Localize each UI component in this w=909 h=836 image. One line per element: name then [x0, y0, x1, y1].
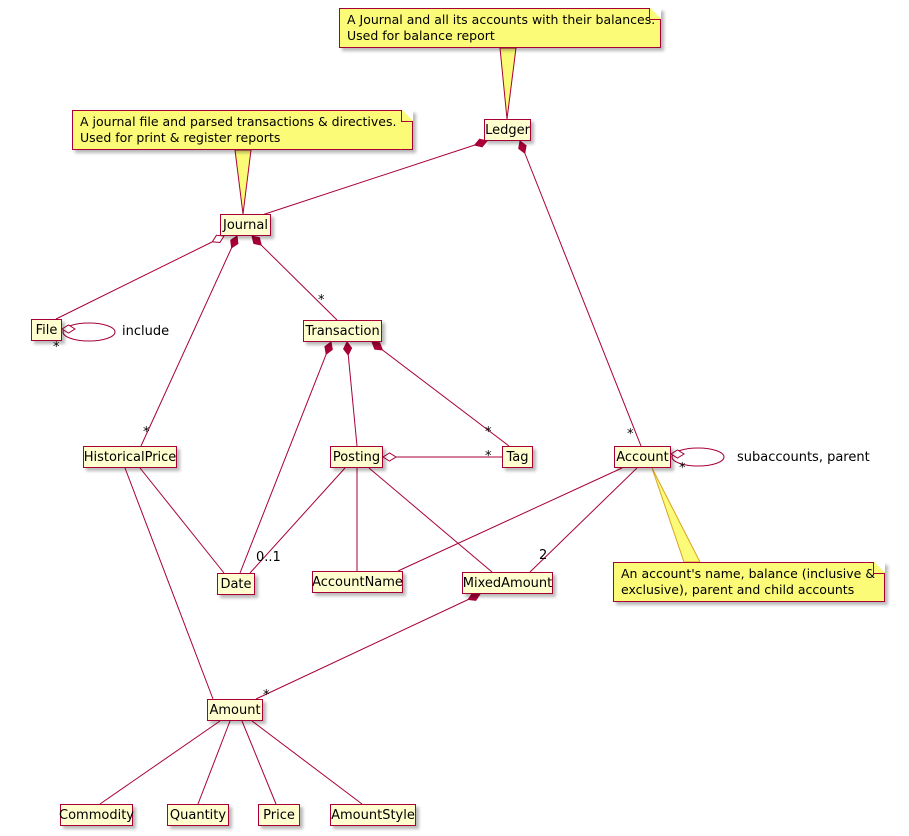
- note-journal-line2: Used for print & register reports: [80, 130, 281, 145]
- note-account: An account's name, balance (inclusive & …: [613, 562, 885, 602]
- edge-label-subaccounts-parent: subaccounts, parent: [737, 450, 870, 465]
- edge-posting-date: [249, 467, 346, 574]
- multiplicity-file-many: *: [53, 340, 60, 355]
- edge-journal-historicalprice: [140, 235, 239, 447]
- multiplicity-mixedamount-two: 2: [539, 548, 548, 563]
- class-node-quantity: Quantity: [167, 804, 229, 826]
- multiplicity-subaccounts-many: *: [679, 461, 686, 476]
- edge-mixedamount-amount: [255, 592, 481, 700]
- note-ledger-line1: A Journal and all its accounts with thei…: [347, 12, 656, 27]
- edge-transaction-posting: [343, 341, 358, 447]
- edge-account-accountname: [397, 467, 623, 572]
- note-account-line2: exclusive), parent and child accounts: [621, 582, 855, 597]
- note-connector-journal: [234, 149, 252, 215]
- edge-account-mixedamount: [529, 467, 638, 573]
- note-journal: A journal file and parsed transactions &…: [72, 110, 413, 150]
- class-node-date: Date: [217, 573, 255, 595]
- multiplicity-tag-from-transaction-many: *: [485, 425, 492, 440]
- class-node-commodity: Commodity: [59, 804, 134, 826]
- class-node-posting: Posting: [330, 446, 383, 468]
- class-node-amountstyle: AmountStyle: [330, 804, 416, 826]
- class-node-journal: Journal: [220, 214, 271, 236]
- class-node-mixedamount: MixedAmount: [462, 572, 553, 594]
- note-fold-icon: [873, 562, 885, 574]
- note-account-line1: An account's name, balance (inclusive &: [621, 566, 876, 581]
- class-node-price: Price: [258, 804, 300, 826]
- edge-account-self-subaccounts: [670, 447, 725, 467]
- edge-ledger-journal: [261, 138, 488, 216]
- edge-file-self-include: [61, 322, 116, 342]
- edge-transaction-tag: [371, 341, 510, 447]
- edge-amount-quantity: [197, 720, 231, 805]
- edge-amount-price: [241, 720, 277, 805]
- multiplicity-tag-from-posting-many: *: [485, 449, 492, 464]
- note-ledger-line2: Used for balance report: [347, 28, 495, 43]
- edge-label-include: include: [122, 324, 170, 339]
- edge-ledger-account: [518, 140, 642, 447]
- multiplicity-date-optional: 0..1: [256, 550, 281, 565]
- class-node-ledger: Ledger: [484, 119, 531, 141]
- edge-transaction-date: [239, 341, 333, 574]
- multiplicity-account-many: *: [627, 427, 634, 442]
- edge-posting-mixedamount: [368, 467, 493, 573]
- class-node-tag: Tag: [502, 446, 533, 468]
- class-node-file: File: [31, 319, 62, 341]
- edge-journal-transaction: [251, 235, 338, 321]
- class-node-historicalprice: HistoricalPrice: [83, 446, 177, 468]
- class-node-transaction: Transaction: [303, 320, 382, 342]
- note-connector-ledger: [499, 47, 517, 120]
- note-connector-account: [651, 467, 701, 563]
- multiplicity-amount-many: *: [263, 688, 270, 703]
- multiplicity-historicalprice-many: *: [143, 425, 150, 440]
- class-node-account: Account: [614, 446, 671, 468]
- edge-posting-tag: [382, 452, 502, 462]
- class-node-amount: Amount: [207, 699, 263, 721]
- note-journal-line1: A journal file and parsed transactions &…: [80, 114, 397, 129]
- note-fold-icon: [401, 110, 413, 122]
- multiplicity-transaction-many: *: [318, 293, 325, 308]
- edge-historicalprice-date: [139, 467, 225, 574]
- edge-historicalprice-amount: [124, 467, 214, 700]
- note-ledger: A Journal and all its accounts with thei…: [339, 8, 661, 48]
- edge-amount-amountstyle: [251, 720, 363, 805]
- class-node-accountname: AccountName: [312, 571, 403, 593]
- edge-amount-commodity: [99, 720, 221, 805]
- edge-journal-file: [55, 234, 225, 320]
- note-fold-icon: [649, 8, 661, 20]
